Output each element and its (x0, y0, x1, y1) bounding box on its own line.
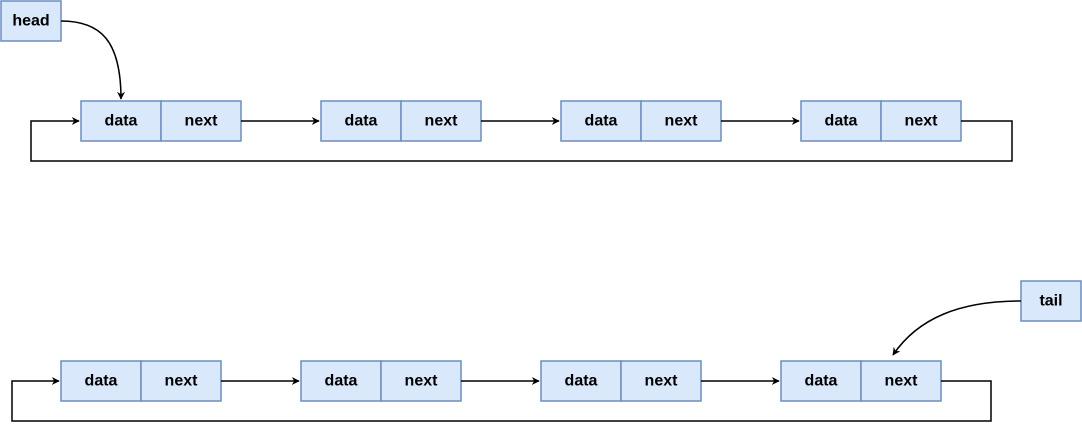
next-label: next (885, 373, 919, 390)
next-label: next (425, 113, 459, 130)
list-node: data next (80, 100, 242, 142)
data-label: data (825, 113, 858, 130)
list-node: data next (320, 100, 482, 142)
data-label: data (345, 113, 378, 130)
list-top: head data next data next data next (0, 0, 1013, 162)
tail-label: tail (1039, 293, 1062, 310)
data-cell (780, 360, 862, 402)
data-label: data (805, 373, 838, 390)
next-cell (140, 360, 222, 402)
list-node: data next (800, 100, 962, 142)
data-label: data (565, 373, 598, 390)
list-node: data next (540, 360, 702, 402)
head-label: head (12, 13, 49, 30)
circular-return-arrow (30, 117, 1013, 162)
head-box (0, 0, 62, 42)
head-arrow (60, 20, 125, 100)
data-label: data (105, 113, 138, 130)
next-label: next (905, 113, 939, 130)
data-cell (540, 360, 622, 402)
next-label: next (405, 373, 439, 390)
list-bottom: data next data next data next data next (11, 280, 1082, 422)
tail-pointer: tail (1020, 280, 1082, 322)
next-label: next (665, 113, 699, 130)
data-cell (60, 360, 142, 402)
tail-arrow (892, 300, 1022, 356)
list-node: data next (300, 360, 462, 402)
data-cell (80, 100, 162, 142)
next-label: next (165, 373, 199, 390)
next-label: next (645, 373, 679, 390)
next-label: next (185, 113, 219, 130)
list-node: data next (560, 100, 722, 142)
data-label: data (85, 373, 118, 390)
next-cell (640, 100, 722, 142)
next-cell (860, 360, 942, 402)
list-node: data next (780, 360, 942, 402)
data-cell (800, 100, 882, 142)
next-cell (160, 100, 242, 142)
tail-box (1020, 280, 1082, 322)
list-node: data next (60, 360, 222, 402)
next-cell (380, 360, 462, 402)
data-cell (560, 100, 642, 142)
data-label: data (325, 373, 358, 390)
next-cell (880, 100, 962, 142)
circular-return-arrow (11, 377, 992, 422)
data-label: data (585, 113, 618, 130)
head-pointer: head (0, 0, 62, 42)
